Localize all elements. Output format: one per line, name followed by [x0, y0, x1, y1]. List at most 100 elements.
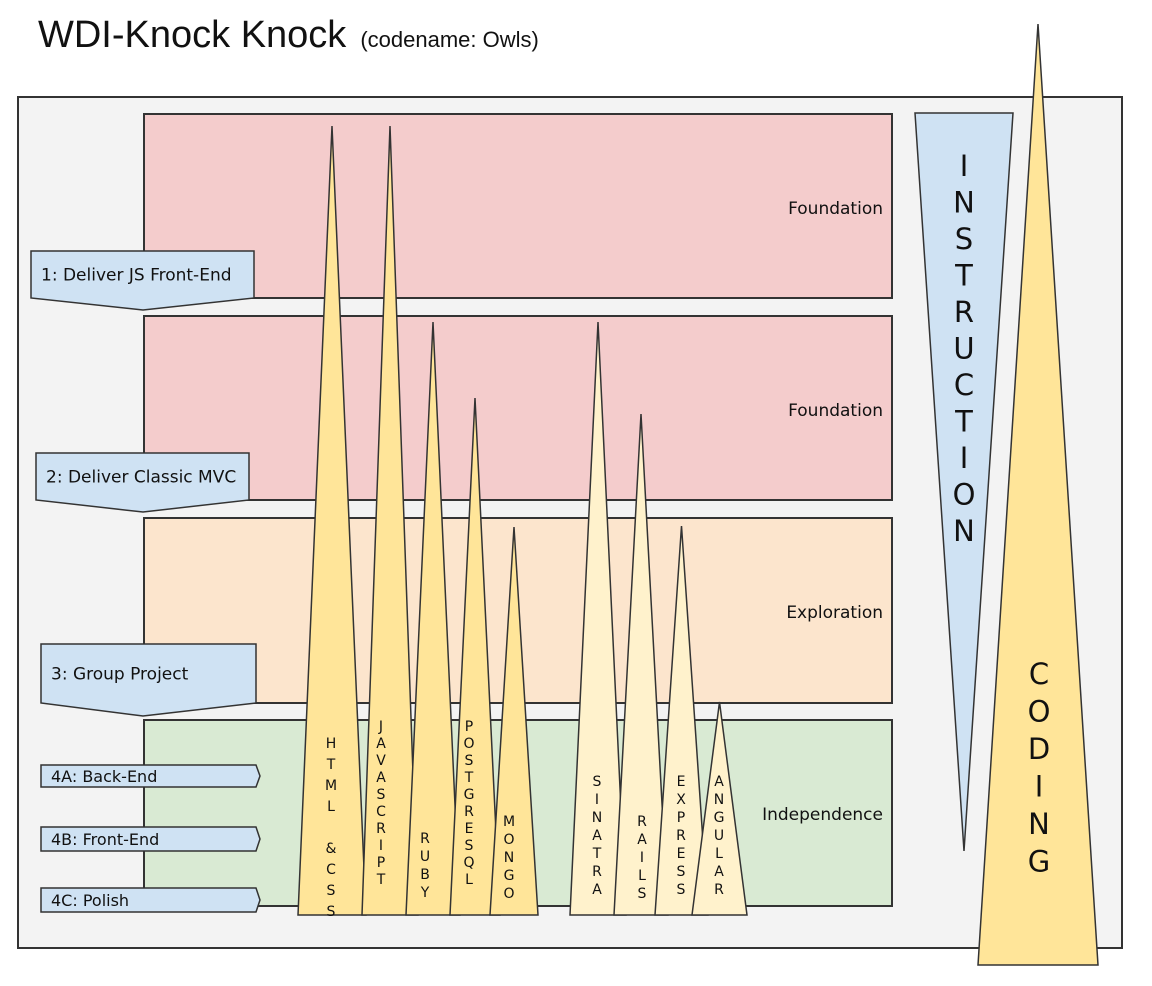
milestone-label: 3: Group Project: [51, 665, 189, 685]
milestone-label: 4A: Back-End: [51, 767, 157, 786]
instruction-letter: T: [954, 259, 973, 293]
technology-letter: C: [326, 862, 336, 878]
instruction-letter: U: [953, 332, 974, 366]
technology-letter: L: [465, 872, 473, 888]
technology-letter: A: [376, 736, 386, 752]
technology-letter: Q: [463, 855, 474, 871]
technology-triangle-shape: [654, 525, 709, 916]
technology-letter: A: [592, 828, 602, 844]
technology-letter: S: [638, 886, 647, 902]
technology-letter: E: [677, 774, 686, 790]
page-title: WDI-Knock Knock (codename: Owls): [38, 14, 539, 57]
milestone-2: 2: Deliver Classic MVC: [35, 452, 250, 513]
technology-letter: R: [637, 814, 647, 830]
coding-letter: D: [1028, 732, 1050, 766]
phase-label: Foundation: [788, 199, 883, 219]
instruction-letter: R: [954, 295, 974, 329]
technology-letter: N: [504, 850, 514, 866]
technology-letter: C: [376, 804, 386, 820]
technology-letter: G: [504, 868, 515, 884]
technology-letter: R: [714, 882, 724, 898]
milestone-6: 4C: Polish: [40, 887, 261, 913]
technology-letter: L: [715, 846, 723, 862]
technology-letter: R: [376, 821, 386, 837]
title-codename: (codename: Owls): [360, 27, 539, 52]
technology-triangle-shape: [489, 526, 539, 916]
technology-letter: U: [714, 828, 724, 844]
technology-letter: T: [326, 757, 336, 773]
technology-letter: S: [677, 864, 686, 880]
instruction-letter: N: [953, 186, 975, 220]
technology-letter: P: [677, 810, 685, 826]
instruction-letter: I: [960, 149, 969, 183]
milestone-shape: [40, 643, 257, 717]
technology-letter: G: [714, 810, 725, 826]
technology-letter: S: [677, 882, 686, 898]
technology-letter: A: [592, 882, 602, 898]
technology-triangle-shape: [613, 413, 669, 916]
technology-letter: O: [503, 886, 514, 902]
phase-band-foundation-1: Foundation: [143, 113, 893, 299]
technology-letter: P: [377, 855, 385, 871]
technology-letter: Y: [420, 885, 430, 901]
instruction-letter: C: [954, 368, 974, 402]
coding-letter: C: [1029, 657, 1049, 691]
technology-letter: A: [637, 832, 647, 848]
technology-letter: J: [378, 719, 383, 735]
technology-triangle-shape: [691, 701, 748, 916]
technology-letter: S: [465, 753, 474, 769]
milestone-label: 1: Deliver JS Front-End: [41, 266, 232, 286]
technology-letter: T: [464, 770, 474, 786]
phase-label: Exploration: [786, 603, 883, 623]
milestone-shape: [40, 887, 261, 913]
phase-band-foundation-2: Foundation: [143, 315, 893, 501]
technology-letter: S: [593, 774, 602, 790]
technology-letter: E: [677, 846, 686, 862]
milestone-label: 4B: Front-End: [51, 830, 159, 849]
technology-triangle-shape: [361, 125, 419, 916]
technology-letter: G: [464, 787, 475, 803]
milestone-1: 1: Deliver JS Front-End: [30, 250, 255, 311]
coding-triangle-shape: [977, 23, 1099, 966]
technology-letter: A: [714, 774, 724, 790]
technology-letter: I: [379, 838, 383, 854]
technology-letter: A: [714, 864, 724, 880]
technology-letter: T: [592, 846, 602, 862]
technology-triangles: HTML&CSSJAVASCRIPTRUBYPOSTGRESQLMONGOSIN…: [297, 125, 748, 920]
milestone-shape: [30, 250, 255, 311]
instruction-letter: N: [953, 514, 975, 548]
technology-letter: I: [640, 850, 644, 866]
technology-letter: N: [592, 810, 602, 826]
instruction-letter: O: [953, 478, 976, 512]
technology-letter: V: [376, 753, 386, 769]
coding-letter: G: [1028, 845, 1050, 879]
technology-letter: L: [638, 868, 646, 884]
technology-letter: O: [463, 736, 474, 752]
technology-letter: P: [465, 719, 473, 735]
technology-letter: B: [420, 867, 430, 883]
instruction-letter: S: [955, 222, 973, 256]
milestone-arrows: 1: Deliver JS Front-End 2: Deliver Classi…: [30, 250, 261, 913]
phase-label: Independence: [762, 805, 883, 825]
technology-letter: R: [592, 864, 602, 880]
coding-letter: N: [1028, 807, 1050, 841]
milestone-label: 2: Deliver Classic MVC: [46, 468, 236, 488]
technology-letter: A: [376, 770, 386, 786]
instruction-triangle-shape: [914, 112, 1014, 852]
milestone-5: 4B: Front-End: [40, 826, 261, 852]
technology-letter: X: [676, 792, 686, 808]
title-main: WDI-Knock Knock: [38, 14, 347, 56]
technology-letter: R: [676, 828, 686, 844]
technology-triangle-shape: [405, 321, 461, 916]
instruction-letter: I: [960, 441, 969, 475]
milestone-3: 3: Group Project: [40, 643, 257, 717]
technology-triangle-shape: [569, 321, 627, 916]
technology-letter: &: [326, 841, 337, 857]
